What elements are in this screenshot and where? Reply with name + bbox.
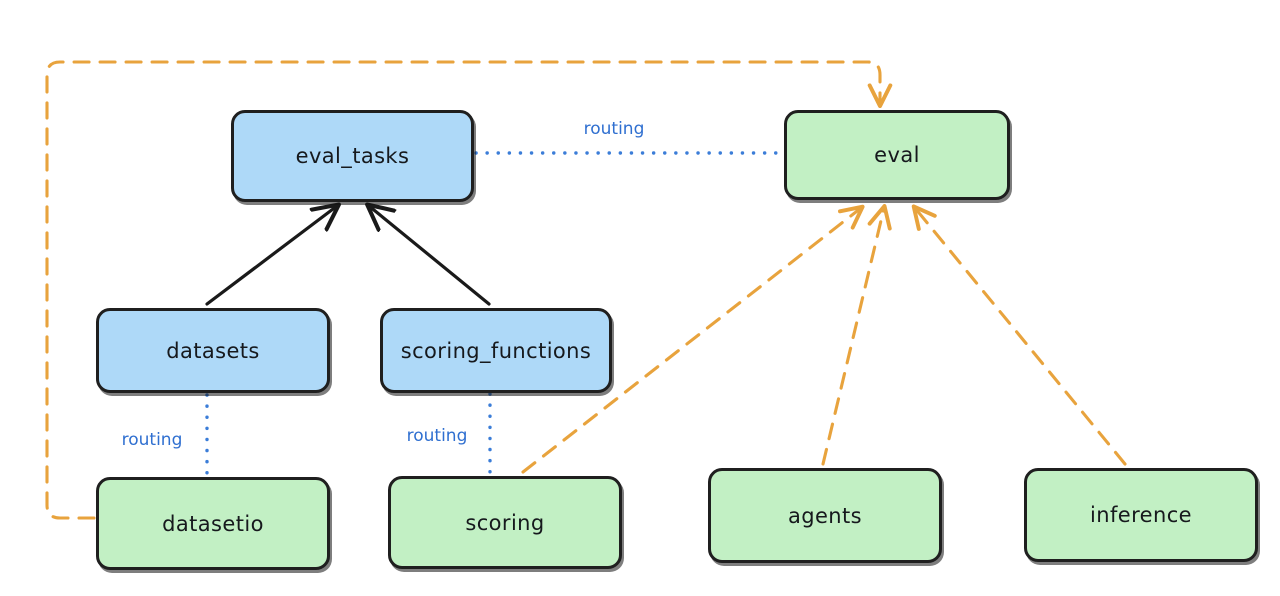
node-label-datasetio: datasetio: [162, 511, 264, 536]
node-label-eval-tasks: eval_tasks: [295, 144, 410, 168]
edge-scoring-to-eval: [521, 204, 865, 474]
node-label-scoring: scoring: [465, 510, 545, 535]
edge-label-routing-eval-tasks-eval: routing: [583, 119, 645, 139]
node-label-inference: inference: [1090, 503, 1192, 527]
node-label-scoring-functions: scoring_functions: [400, 338, 592, 363]
node-scoring[interactable]: scoring: [388, 476, 622, 569]
node-label-datasets: datasets: [166, 338, 260, 363]
node-label-agents: agents: [787, 503, 862, 528]
node-inference[interactable]: inference: [1024, 468, 1258, 562]
node-eval[interactable]: eval: [784, 110, 1010, 200]
edge-datasetio-to-eval: [45, 60, 893, 520]
edge-label-routing-datasets-datasetio: routing: [121, 430, 183, 450]
node-datasetio[interactable]: datasetio: [96, 477, 330, 570]
edge-inference-to-eval: [911, 204, 1127, 466]
node-datasets[interactable]: datasets: [96, 308, 330, 393]
node-label-eval: eval: [874, 143, 920, 167]
node-scoring-functions[interactable]: scoring_functions: [380, 308, 612, 393]
edge-scoring_functions-to-eval_tasks: [369, 206, 491, 306]
node-eval-tasks[interactable]: eval_tasks: [231, 110, 474, 202]
edge-agents-to-eval: [821, 204, 892, 466]
edge-label-routing-scoring-functions-scoring: routing: [406, 426, 468, 446]
node-agents[interactable]: agents: [708, 468, 942, 563]
edge-datasets-to-eval_tasks: [205, 206, 337, 306]
